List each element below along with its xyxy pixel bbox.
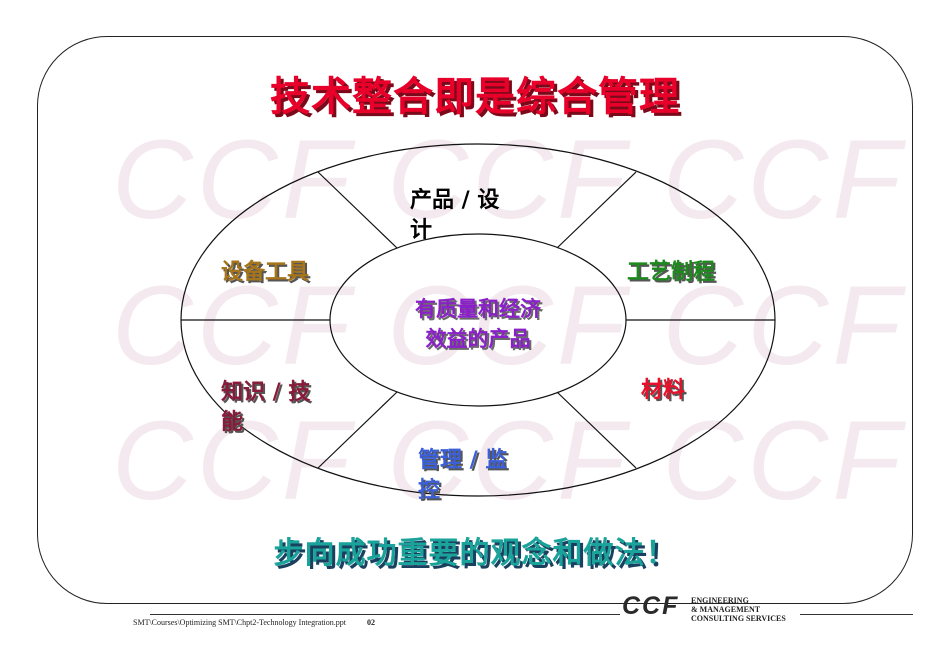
slide-title: 技术整合即是综合管理 xyxy=(270,74,680,120)
firm-line-2: & MANAGEMENT xyxy=(691,605,761,614)
firm-line-3: CONSULTING SERVICES xyxy=(691,614,786,623)
divider-bottom-left xyxy=(317,391,398,469)
slide-frame xyxy=(37,36,913,604)
segment-product-line-1: 产品 / 设 xyxy=(410,188,500,213)
divider-top-left xyxy=(317,171,398,249)
slogan: 步向成功重要的观念和做法！ xyxy=(273,536,677,571)
segment-equipment: 设备工具 xyxy=(221,260,310,285)
ccf-logo: CCF xyxy=(622,592,680,620)
divider-top-right xyxy=(556,171,637,249)
watermark-row-3: CCF CCF CCF xyxy=(112,398,905,523)
segment-management-line-1: 管理 / 监 xyxy=(418,448,508,473)
footer-file-path: SMT\Courses\Optimizing SMT\Chpt2-Technol… xyxy=(133,618,346,627)
watermark-row-2: CCF CCF CCF xyxy=(112,263,905,388)
footer-page-number: 02 xyxy=(367,618,375,627)
segment-material: 材料 xyxy=(641,378,686,403)
footer-divider xyxy=(150,614,620,615)
center-line-1: 有质量和经济 xyxy=(415,297,541,321)
firm-line-1: ENGINEERING xyxy=(691,596,749,605)
segment-knowledge-line-1: 知识 / 技 xyxy=(221,380,311,405)
center-line-2: 效益的产品 xyxy=(425,327,531,351)
segment-knowledge-line-2: 能 xyxy=(221,410,244,435)
firm-name: ENGINEERING & MANAGEMENT CONSULTING SERV… xyxy=(691,596,786,623)
center-label: 有质量和经济 效益的产品 xyxy=(370,294,586,354)
segment-knowledge: 知识 / 技 能 xyxy=(221,378,310,438)
segment-management-line-2: 控 xyxy=(418,478,441,503)
footer-divider-right xyxy=(800,614,913,615)
segment-management: 管理 / 监 控 xyxy=(418,446,507,506)
segment-process: 工艺制程 xyxy=(627,260,716,285)
segment-product-design: 产品 / 设 计 xyxy=(410,186,499,246)
segment-product-line-2: 计 xyxy=(410,218,433,243)
watermark-row-1: CCF CCF CCF xyxy=(112,117,905,242)
divider-bottom-right xyxy=(556,391,637,469)
